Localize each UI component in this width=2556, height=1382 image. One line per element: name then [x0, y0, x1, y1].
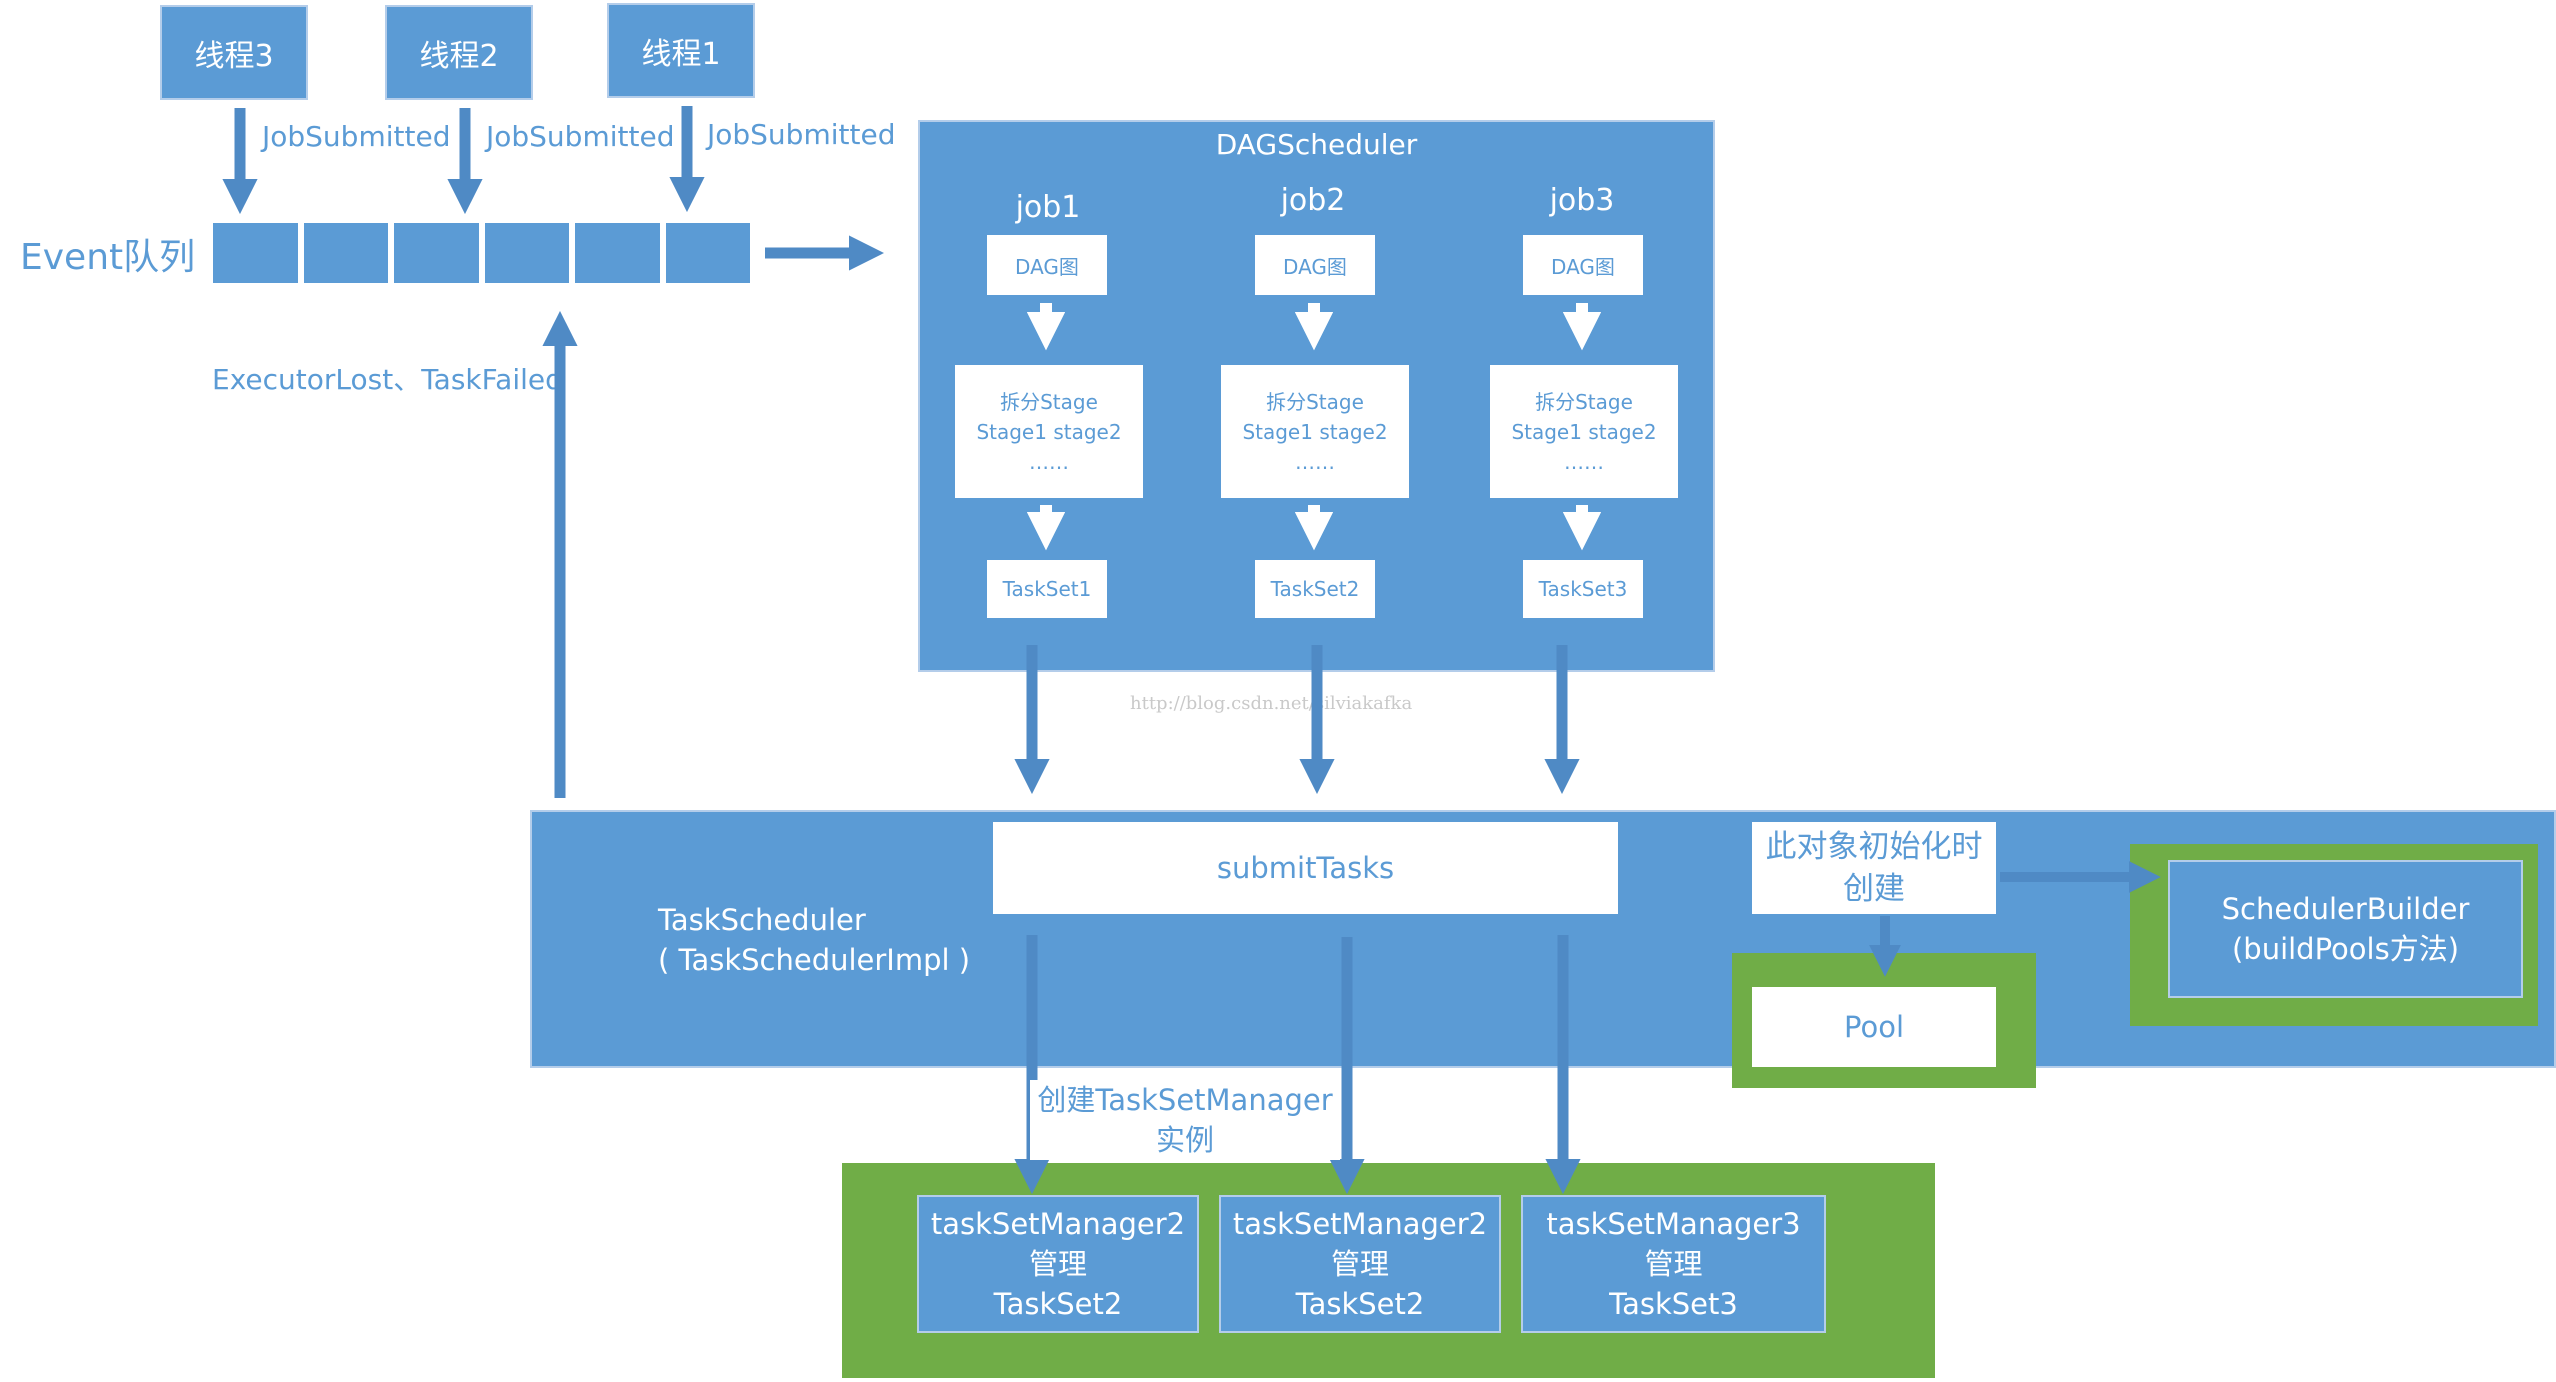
- thread-3-box: 线程3: [160, 5, 308, 100]
- job-1-dag-label: DAG图: [1015, 254, 1079, 279]
- job-3-split-line3: ……: [1564, 449, 1604, 474]
- task-scheduler-line1: TaskScheduler: [658, 903, 866, 937]
- job-1-split-box: 拆分Stage Stage1 stage2 ……: [955, 365, 1143, 498]
- create-label-line2: 实例: [1155, 1123, 1214, 1157]
- job-2-taskset-box: TaskSet2: [1255, 560, 1375, 618]
- dag-scheduler-title: DAGScheduler: [1215, 128, 1418, 161]
- thread-1-label: 线程1: [641, 36, 721, 72]
- pool-box: Pool: [1752, 987, 1996, 1067]
- init-note-box: 此对象初始化时 创建: [1752, 822, 1996, 914]
- scheduler-builder-line1: SchedulerBuilder: [2221, 892, 2470, 926]
- job-3-split-box: 拆分Stage Stage1 stage2 ……: [1490, 365, 1678, 498]
- job-1-taskset-label: TaskSet1: [1002, 577, 1092, 601]
- task-set-manager-1: taskSetManager2 管理 TaskSet2: [917, 1195, 1199, 1333]
- create-task-set-manager-label: 创建TaskSetManager 实例: [1030, 1080, 1340, 1160]
- job-3-title: job3: [1549, 183, 1615, 218]
- job-2-split-line3: ……: [1295, 449, 1335, 474]
- submit-tasks-box: submitTasks: [993, 822, 1618, 914]
- job-3-dag-label: DAG图: [1551, 254, 1615, 279]
- job-2-title: job2: [1280, 183, 1346, 218]
- job-2-split-line2: Stage1 stage2: [1242, 419, 1388, 444]
- thread-2-label: 线程2: [419, 38, 499, 74]
- scheduler-builder-box: SchedulerBuilder (buildPools方法): [2168, 860, 2523, 998]
- task-set-manager-1-line2: 管理: [1028, 1247, 1087, 1281]
- init-note-line2: 创建: [1843, 871, 1905, 907]
- task-set-manager-2-line1: taskSetManager2: [1232, 1207, 1488, 1241]
- task-set-manager-3-line3: TaskSet3: [1609, 1287, 1738, 1321]
- task-set-manager-3-line1: taskSetManager3: [1546, 1207, 1801, 1241]
- job-2-split-line1: 拆分Stage: [1266, 389, 1364, 414]
- task-scheduler-title: TaskScheduler ( TaskSchedulerImpl ): [658, 900, 970, 980]
- event-queue: [210, 220, 753, 286]
- job-1-title: job1: [1015, 190, 1081, 225]
- task-set-manager-2-line3: TaskSet2: [1295, 1287, 1425, 1321]
- event-queue-slot: [300, 220, 391, 286]
- thread-1-box: 线程1: [607, 3, 755, 98]
- job-1-split-line3: ……: [1029, 449, 1069, 474]
- event-queue-label: Event队列: [20, 237, 196, 278]
- task-set-manager-3-line2: 管理: [1644, 1247, 1703, 1281]
- submit-tasks-label: submitTasks: [1216, 851, 1395, 885]
- job-2-dag-label: DAG图: [1283, 254, 1347, 279]
- task-set-manager-3: taskSetManager3 管理 TaskSet3: [1521, 1195, 1826, 1333]
- task-set-manager-1-line1: taskSetManager2: [930, 1207, 1186, 1241]
- event-queue-slot: [481, 220, 572, 286]
- event-queue-slot: [210, 220, 301, 286]
- create-label-line1: 创建TaskSetManager: [1037, 1083, 1333, 1117]
- job-3-split-line2: Stage1 stage2: [1511, 419, 1657, 444]
- job-submitted-label-2: JobSubmitted: [486, 120, 675, 153]
- thread-2-box: 线程2: [385, 5, 533, 100]
- task-set-manager-2: taskSetManager2 管理 TaskSet2: [1219, 1195, 1501, 1333]
- watermark: http://blog.csdn.net/silviakafka: [1130, 693, 1413, 714]
- task-set-manager-2-line2: 管理: [1330, 1247, 1389, 1281]
- job-3-taskset-box: TaskSet3: [1523, 560, 1643, 618]
- task-scheduler-line2: ( TaskSchedulerImpl ): [658, 943, 971, 977]
- job-3-taskset-label: TaskSet3: [1538, 577, 1628, 601]
- job-submitted-label-3: JobSubmitted: [707, 118, 896, 151]
- job-3-dag-box: DAG图: [1523, 235, 1643, 295]
- job-1-split-line2: Stage1 stage2: [976, 419, 1122, 444]
- job-3-split-line1: 拆分Stage: [1535, 389, 1633, 414]
- pool-label: Pool: [1844, 1010, 1904, 1044]
- job-2-split-box: 拆分Stage Stage1 stage2 ……: [1221, 365, 1409, 498]
- job-1-dag-box: DAG图: [987, 235, 1107, 295]
- event-queue-slot: [391, 220, 482, 286]
- task-set-manager-1-line3: TaskSet2: [993, 1287, 1123, 1321]
- job-1-taskset-box: TaskSet1: [987, 560, 1107, 618]
- init-note-line1: 此对象初始化时: [1765, 829, 1983, 865]
- scheduler-builder-line2: (buildPools方法): [2231, 932, 2460, 966]
- job-1-split-line1: 拆分Stage: [1000, 389, 1098, 414]
- executor-lost-label: ExecutorLost、TaskFailed: [212, 363, 563, 396]
- event-queue-slot: [572, 220, 663, 286]
- job-2-dag-box: DAG图: [1255, 235, 1375, 295]
- thread-3-label: 线程3: [194, 38, 274, 74]
- job-submitted-label-1: JobSubmitted: [262, 120, 451, 153]
- job-2-taskset-label: TaskSet2: [1270, 577, 1360, 601]
- event-queue-slot: [662, 220, 753, 286]
